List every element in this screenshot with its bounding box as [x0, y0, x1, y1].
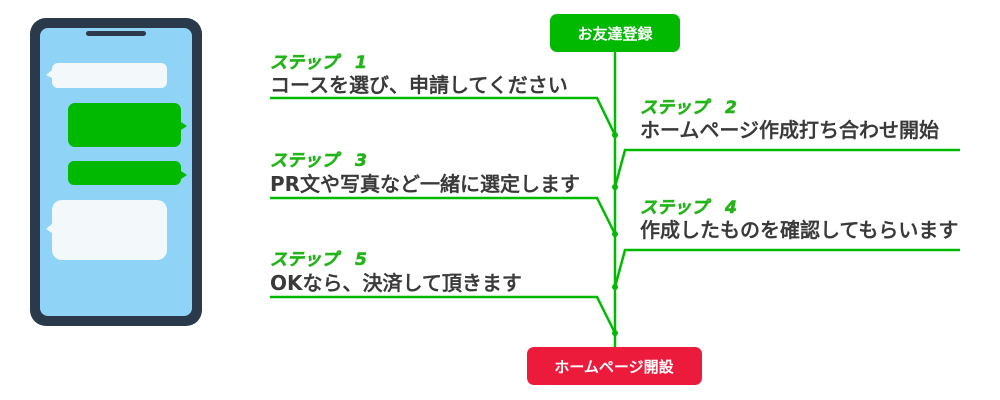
step-4-text: 作成したものを確認してもらいます [640, 218, 958, 242]
chat-bubble-green [68, 161, 181, 185]
step-2-dot [612, 184, 618, 190]
step-2-text: ホームページ作成打ち合わせ開始 [640, 118, 939, 142]
phone-speaker [86, 31, 146, 36]
chat-bubble-white [52, 200, 167, 260]
step-3-label: ステップ 3 [270, 151, 367, 171]
step-3-text: PR文や写真など一緒に選定します [270, 172, 580, 196]
chat-bubble-green [68, 103, 181, 147]
chat-bubble-tail [46, 70, 52, 78]
step-5-connector [270, 295, 617, 334]
chat-bubble-tail [181, 171, 187, 179]
step-1-text: コースを選び、申請してください [270, 73, 568, 97]
start-box [550, 14, 680, 52]
step-5-label: ステップ 5 [270, 250, 367, 270]
step-3-dot [612, 231, 618, 237]
step-2-connector [613, 148, 960, 188]
end-label: ホームページ開設 [554, 358, 674, 376]
end-box [527, 347, 702, 385]
step-1-connector [270, 96, 617, 136]
chat-bubble-tail [181, 122, 187, 130]
step-5-dot [612, 330, 618, 336]
chat-bubble-tail [46, 224, 52, 233]
step-2-label: ステップ 2 [640, 98, 737, 118]
start-label: お友達登録 [577, 25, 653, 43]
smartphone-illustration [30, 18, 202, 326]
step-5-text: OKなら、決済して頂きます [270, 271, 522, 295]
step-3-connector [270, 196, 617, 235]
step-4-label: ステップ 4 [640, 198, 737, 218]
step-4-connector [613, 248, 960, 288]
step-1-dot [612, 132, 618, 138]
step-4-dot [612, 284, 618, 290]
step-1-label: ステップ 1 [270, 53, 367, 73]
chat-bubble-white [52, 63, 167, 88]
